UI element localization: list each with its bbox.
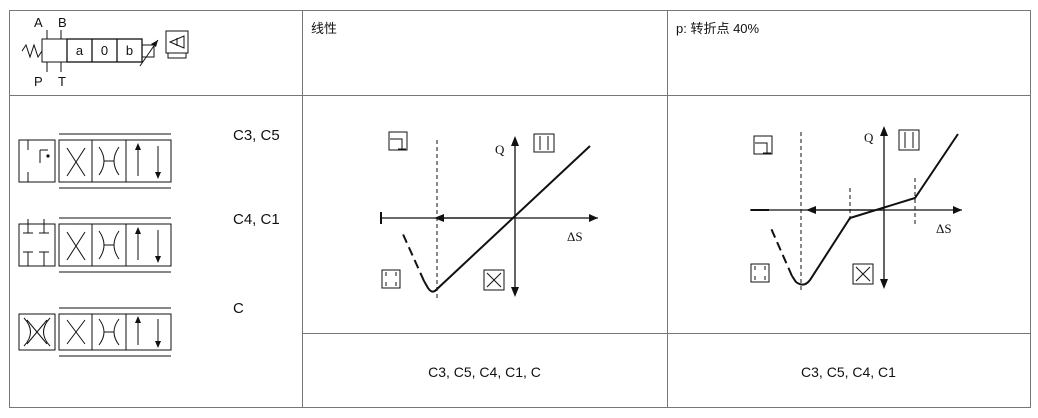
arrow-down-icon <box>155 172 161 179</box>
port-label-b: B <box>58 15 67 30</box>
q-axis-label: Q <box>864 130 874 145</box>
breakpoint-characteristic-graph: Q ΔS <box>750 126 962 292</box>
blocked-state-icon <box>750 263 770 283</box>
linear-title: 线性 <box>311 21 337 36</box>
crossed-state-lines <box>486 272 502 288</box>
parallel-flow-icon <box>137 319 159 345</box>
parallel-flow-icon <box>137 230 159 260</box>
linear-characteristic-graph: Q ΔS <box>380 131 598 298</box>
throttle-flow-icon <box>98 230 120 260</box>
spool-state-icon <box>388 131 408 151</box>
parallel-state-lines <box>539 136 549 150</box>
spool-label: C4, C1 <box>233 211 280 228</box>
crossed-flow-icon <box>66 231 86 261</box>
breakpoint-characteristic-curve <box>791 133 959 286</box>
position-label-0: 0 <box>101 43 108 58</box>
blocked-state-icon <box>381 269 401 289</box>
spool-center-box <box>18 139 56 183</box>
linear-dashed-curve <box>401 231 425 282</box>
s-axis-label: ΔS <box>936 221 952 236</box>
table-border <box>9 10 1031 408</box>
linear-types: C3, C5, C4, C1, C <box>428 364 541 380</box>
spool-row-1: C3, C5 <box>18 127 280 189</box>
spring-icon <box>21 43 43 59</box>
transducer-box <box>165 30 189 54</box>
spool-position-box <box>58 313 172 351</box>
arrow-down-icon <box>155 256 161 263</box>
breakpoint-types: C3, C5, C4, C1 <box>801 364 896 380</box>
transducer-base <box>167 53 187 59</box>
s-axis-arrowhead <box>589 214 598 222</box>
port-label-p: P <box>34 74 43 89</box>
spool-label: C3, C5 <box>233 127 280 144</box>
port-label-a: A <box>34 15 43 30</box>
q-axis-arrowhead-down <box>511 287 519 297</box>
spool-state-lines <box>755 142 771 154</box>
spool-state-icon <box>753 135 773 155</box>
arrow-down-icon <box>155 341 161 348</box>
position-label-a: a <box>76 43 84 58</box>
deadband-arrowhead <box>806 206 816 214</box>
parallel-state-lines <box>904 132 914 148</box>
spool-position-box <box>58 139 172 183</box>
q-axis-arrowhead-down <box>880 279 888 289</box>
q-axis-label: Q <box>495 142 505 157</box>
arrow-up-icon <box>135 316 141 323</box>
arrow-up-icon <box>135 227 141 234</box>
crossed-flow-icon <box>66 147 86 177</box>
position-label-b: b <box>126 43 133 58</box>
spool-row-3: C <box>18 300 244 357</box>
valve-left-box <box>41 38 68 63</box>
breakpoint-title: p: 转折点 40% <box>676 21 760 36</box>
blocked-port-icons <box>23 219 49 266</box>
spool-center-box <box>18 313 56 351</box>
q-axis-arrowhead-up <box>511 136 519 146</box>
spool-junction <box>46 154 50 158</box>
crossed-throttle-icon <box>23 317 51 347</box>
s-axis-label: ΔS <box>567 229 583 244</box>
linear-characteristic-curve <box>423 145 591 293</box>
spool-state-lines <box>390 138 406 150</box>
parallel-state-icon <box>898 129 920 151</box>
blocked-state-lines <box>754 266 766 280</box>
crossed-state-icon <box>483 269 505 291</box>
crossed-flow-icon <box>66 319 86 345</box>
arrow-up-icon <box>135 143 141 150</box>
port-label-t: T <box>58 74 66 89</box>
spool-position-box <box>58 223 172 267</box>
parallel-flow-icon <box>137 146 159 176</box>
q-axis-arrowhead-up <box>880 126 888 136</box>
breakpoint-dashed-curve <box>769 225 793 277</box>
spool-label: C <box>233 300 244 317</box>
spool-center-box <box>18 223 56 267</box>
s-axis-arrowhead <box>953 206 962 214</box>
proportional-arrowhead-icon <box>151 40 158 47</box>
solenoid-box <box>141 44 155 58</box>
crossed-state-icon <box>852 263 874 285</box>
spool-row-2: C4, C1 <box>18 211 280 273</box>
deadband-arrowhead <box>434 214 444 222</box>
blocked-state-lines <box>385 272 397 286</box>
throttle-flow-icon <box>98 318 120 346</box>
parallel-state-icon <box>533 133 555 153</box>
table-grid <box>9 10 1031 408</box>
valve-symbol: A B P T a 0 b <box>21 15 189 89</box>
spool-center-lines <box>27 140 48 182</box>
crossed-state-lines <box>855 266 871 282</box>
throttle-flow-icon <box>98 146 120 176</box>
